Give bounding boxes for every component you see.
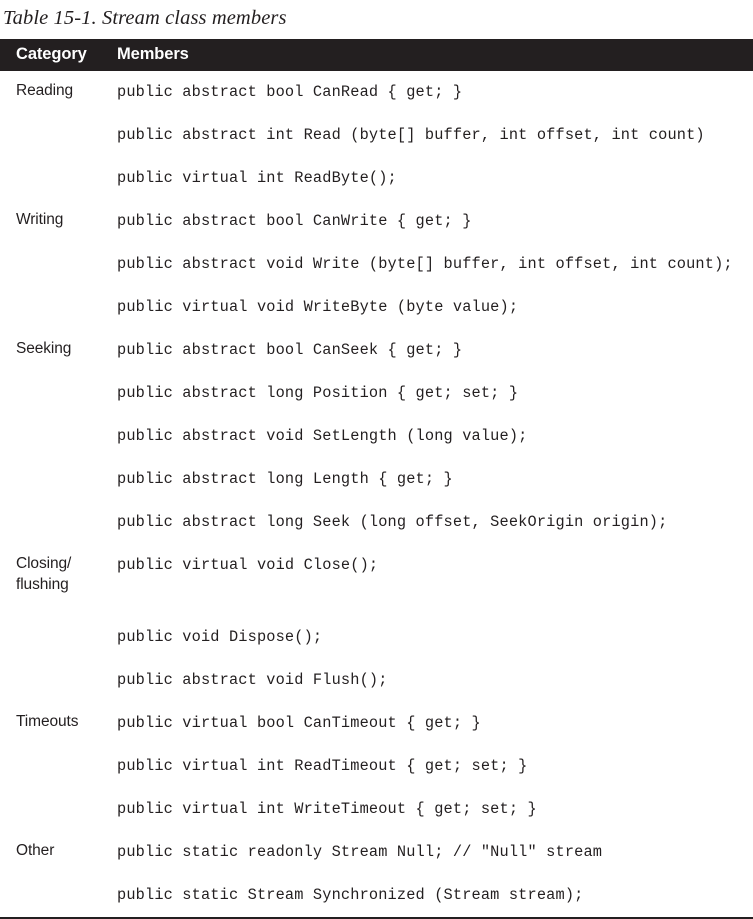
cell-category: Closing/ flushing [0,544,111,616]
cell-member-signature: public void Dispose(); [111,616,753,659]
cell-category [0,501,111,544]
cell-member-signature: public abstract void Write (byte[] buffe… [111,243,753,286]
cell-member-signature: public static readonly Stream Null; // "… [111,831,753,874]
cell-category: Reading [0,71,111,114]
table-row: public abstract void Write (byte[] buffe… [0,243,753,286]
cell-category: Writing [0,200,111,243]
cell-category [0,745,111,788]
table-row: public abstract long Position { get; set… [0,372,753,415]
table-row: public abstract void SetLength (long val… [0,415,753,458]
cell-member-signature: public virtual void WriteByte (byte valu… [111,286,753,329]
cell-category [0,243,111,286]
cell-member-signature: public virtual int ReadByte(); [111,157,753,200]
cell-member-signature: public virtual bool CanTimeout { get; } [111,702,753,745]
cell-member-signature: public abstract void SetLength (long val… [111,415,753,458]
cell-category [0,114,111,157]
table-header-row: Category Members [0,39,753,71]
cell-category: Timeouts [0,702,111,745]
cell-member-signature: public virtual void Close(); [111,544,753,616]
table-row: public void Dispose(); [0,616,753,659]
table-header: Category Members [0,39,753,71]
table-row: public abstract long Seek (long offset, … [0,501,753,544]
cell-category [0,616,111,659]
table-row: public abstract void Flush(); [0,659,753,702]
document-page: Table 15-1. Stream class members Categor… [0,7,753,919]
column-header-members: Members [117,45,189,63]
cell-member-signature: public abstract bool CanRead { get; } [111,71,753,114]
table-row: public virtual void WriteByte (byte valu… [0,286,753,329]
cell-category [0,286,111,329]
table-row: public static Stream Synchronized (Strea… [0,874,753,919]
cell-category [0,372,111,415]
table-row: public virtual int WriteTimeout { get; s… [0,788,753,831]
table-caption: Table 15-1. Stream class members [3,7,287,29]
table-row: public virtual int ReadByte(); [0,157,753,200]
cell-member-signature: public abstract int Read (byte[] buffer,… [111,114,753,157]
cell-category [0,458,111,501]
cell-member-signature: public static Stream Synchronized (Strea… [111,874,753,919]
column-header-category: Category [16,45,87,63]
cell-category: Seeking [0,329,111,372]
cell-category [0,157,111,200]
cell-member-signature: public abstract void Flush(); [111,659,753,702]
cell-member-signature: public abstract bool CanWrite { get; } [111,200,753,243]
cell-member-signature: public abstract bool CanSeek { get; } [111,329,753,372]
cell-member-signature: public abstract long Length { get; } [111,458,753,501]
cell-category [0,659,111,702]
cell-member-signature: public virtual int ReadTimeout { get; se… [111,745,753,788]
cell-category [0,874,111,919]
table-row: public abstract int Read (byte[] buffer,… [0,114,753,157]
cell-member-signature: public abstract long Seek (long offset, … [111,501,753,544]
cell-category [0,415,111,458]
cell-category [0,788,111,831]
cell-member-signature: public abstract long Position { get; set… [111,372,753,415]
table-row: public abstract long Length { get; } [0,458,753,501]
cell-member-signature: public virtual int WriteTimeout { get; s… [111,788,753,831]
table-row: public virtual int ReadTimeout { get; se… [0,745,753,788]
cell-category: Other [0,831,111,874]
